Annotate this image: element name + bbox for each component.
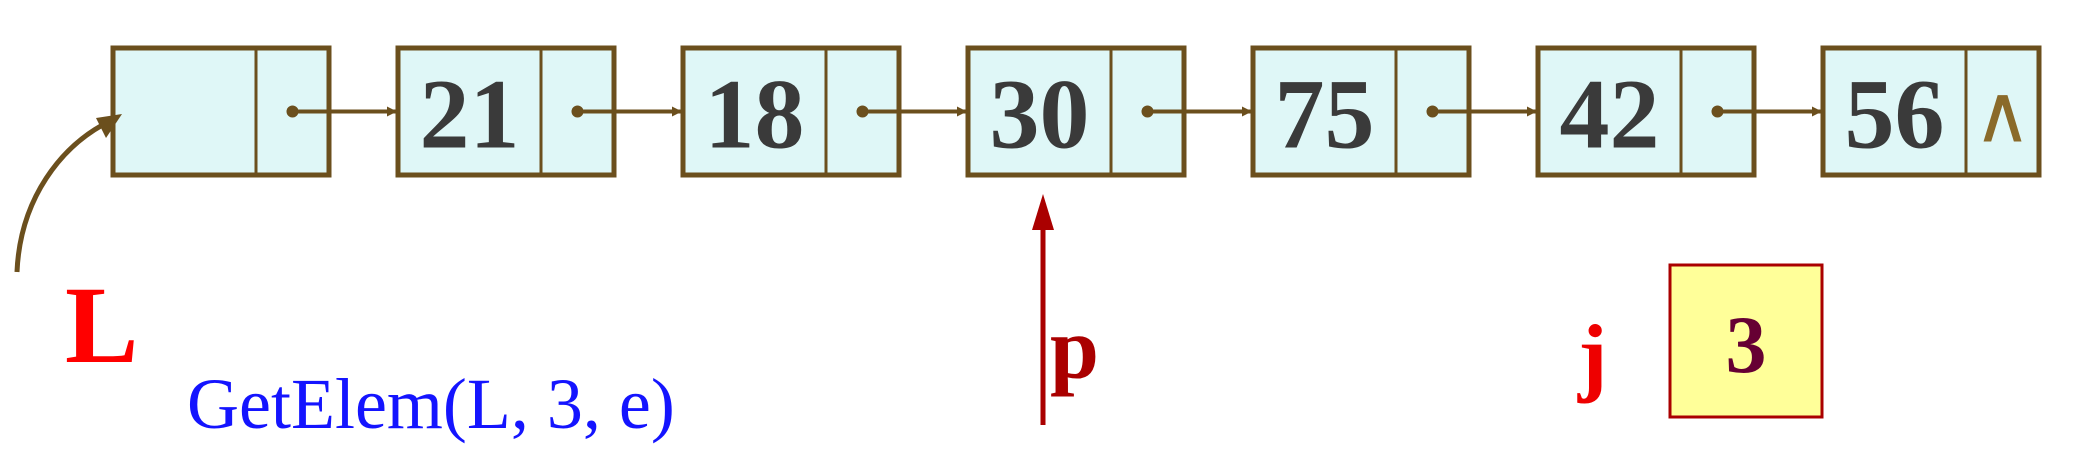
- counter-j-value: 3: [1726, 299, 1767, 390]
- next-link: [1711, 105, 1822, 118]
- head-pointer-arrow: [14, 117, 114, 273]
- list-links: [286, 105, 1822, 118]
- pointer-p-arrowhead: [1032, 194, 1054, 230]
- pointer-p-label: p: [1050, 301, 1099, 398]
- node-value: 56: [1845, 59, 1945, 170]
- null-pointer-symbol: ∧: [1973, 68, 2032, 161]
- next-link: [856, 105, 967, 118]
- head-pointer-arrowhead: [96, 114, 122, 138]
- next-link: [571, 105, 682, 118]
- node-box: [1820, 45, 2042, 178]
- next-link: [1141, 105, 1252, 118]
- counter-j-box: [1668, 263, 1824, 419]
- node-value: 18: [705, 59, 805, 170]
- node-value: 30: [990, 59, 1090, 170]
- next-link: [1426, 105, 1537, 118]
- counter-j-label: j: [1577, 308, 1607, 405]
- node-value: 42: [1560, 59, 1660, 170]
- next-link: [286, 105, 397, 118]
- node-value: 75: [1275, 59, 1375, 170]
- list-node: 21: [395, 45, 617, 178]
- call-text: GetElem(L, 3, e): [187, 364, 675, 444]
- list-node: 56 ∧: [1820, 45, 2042, 178]
- head-label: L: [65, 264, 138, 386]
- node-value: 21: [420, 59, 520, 170]
